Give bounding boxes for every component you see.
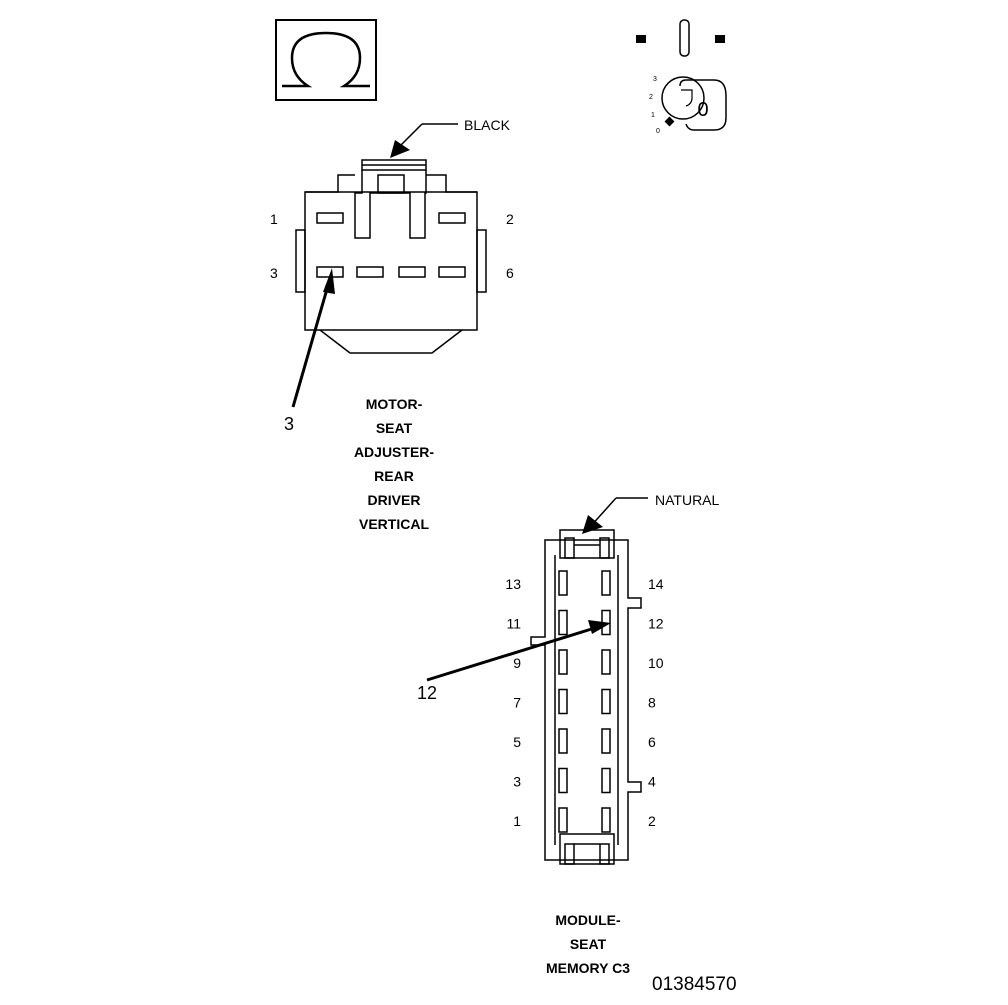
connector-2-pin-label: 12 [648,616,664,632]
ohm-symbol-icon [275,19,377,101]
pin-cavity [601,688,611,715]
connector-1-pin-label-1: 1 [270,211,278,227]
connector-2-pin-label: 4 [648,774,656,790]
pin-cavity [558,767,568,794]
figure-id: 01384570 [652,974,737,995]
key-position-0: 0 [656,128,660,135]
connector-2-callout-number: 12 [417,683,437,703]
key-position-2: 2 [649,94,653,101]
connector-2-pin-label: 10 [648,655,664,671]
connector-1-color-label: BLACK [464,117,511,133]
connector-1-title-line: SEAT [376,420,413,436]
connector-2-left-pin-labels: 13 11 9 7 5 3 1 [505,576,521,829]
pin-cavity [601,570,611,596]
connector-2-pin-label: 7 [513,695,521,711]
connector-2-color-callout: NATURAL [582,492,720,534]
connector-2-pin-label: 6 [648,734,656,750]
connector-2-pin-label: 3 [513,774,521,790]
connector-2-housing [530,529,642,865]
connector-1-title-line: ADJUSTER- [354,444,434,460]
pin-cavity [601,728,611,754]
connector-2-pin-label: 9 [513,655,521,671]
key-position-1: 1 [651,112,655,119]
connector-1-title-line: VERTICAL [359,516,429,532]
connector-1-title-line: REAR [374,468,414,484]
pin-cavity [558,570,568,596]
pin-cavity [601,767,611,794]
connector-1-pin-label-3: 3 [270,265,278,281]
pin-cavity [601,807,611,833]
connector-1-title-line: MOTOR- [366,396,423,412]
connector-2-pin-label: 13 [505,576,521,592]
key-position-3: 3 [653,76,657,83]
connector-1-title: MOTOR- SEAT ADJUSTER- REAR DRIVER VERTIC… [354,396,434,532]
connector-2-title-line: MODULE- [555,912,621,928]
connector-1-callout-number: 3 [284,414,294,434]
pin-cavity [558,609,568,636]
connector-1-pin-callout: 3 [284,268,335,434]
connector-2-title: MODULE- SEAT MEMORY C3 [546,912,630,976]
connector-1-pin-label-2: 2 [506,211,514,227]
connector-2-pin-cavities [558,570,611,833]
connector-2-pin-label: 11 [506,616,521,632]
connector-1-color-callout: BLACK [390,117,511,158]
connector-2-pin-label: 1 [513,813,521,829]
connector-1-title-line: DRIVER [368,492,421,508]
connector-2-pin-callout: 12 [417,620,611,703]
connector-2-pin-label: 2 [648,813,656,829]
connector-1-pin-label-6: 6 [506,265,514,281]
pin-cavity [558,807,568,833]
pin-cavity [558,728,568,754]
ignition-key-icon: 3 2 1 0 0 [636,19,727,135]
connector-2-pin-label: 14 [648,576,664,592]
pin-cavity [601,649,611,675]
pin-cavity [558,688,568,715]
connector-2-right-pin-labels: 14 12 10 8 6 4 2 [648,576,664,829]
connector-2-title-line: SEAT [570,936,607,952]
connector-2-color-label: NATURAL [655,492,720,508]
connector-2-title-line: MEMORY C3 [546,960,630,976]
pin-cavity [558,649,568,675]
connector-1-housing [295,159,487,354]
connector-2-pin-label: 8 [648,695,656,711]
key-label: 0 [697,99,708,121]
connector-2-pin-label: 5 [513,734,521,750]
